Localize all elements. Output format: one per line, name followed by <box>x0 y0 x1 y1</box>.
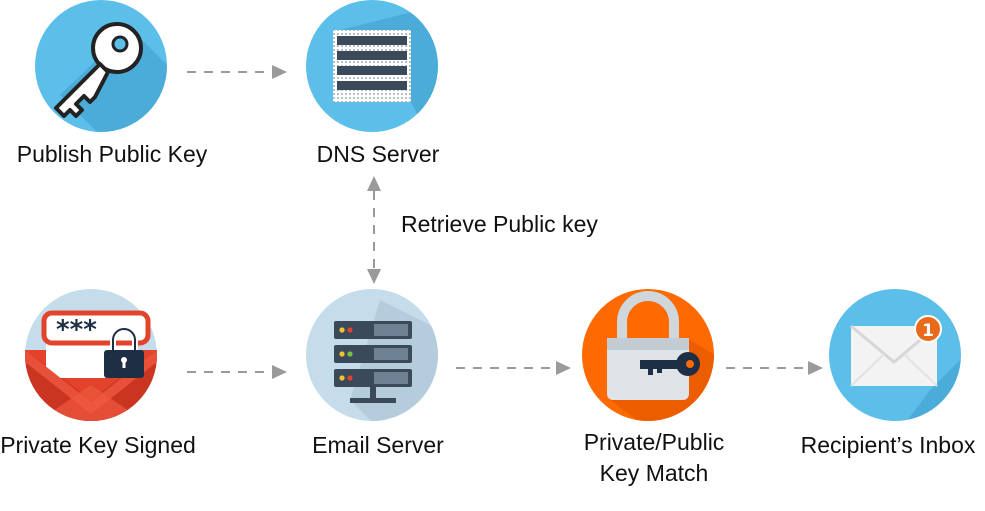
retrieve-public-key-label: Retrieve Public key <box>401 211 598 237</box>
edge-match-to-inbox <box>726 361 823 375</box>
node-key-match: Private/Public Key Match <box>582 289 725 486</box>
inbox-label: Recipient’s Inbox <box>801 432 976 458</box>
node-dns-server: DNS Server <box>306 0 440 167</box>
edge-signed-to-email <box>187 365 287 379</box>
match-label-line2: Key Match <box>600 460 709 486</box>
node-private-key-signed: *** Private Key Signed <box>0 289 196 458</box>
edge-publish-to-dns <box>187 65 287 79</box>
server-rack-icon <box>334 321 412 403</box>
notification-count: 1 <box>922 321 934 341</box>
password-mask: *** <box>56 315 97 345</box>
signed-label: Private Key Signed <box>0 432 196 458</box>
node-recipient-inbox: 1 Recipient’s Inbox <box>801 289 976 458</box>
node-publish-public-key: Publish Public Key <box>17 0 208 167</box>
email-label: Email Server <box>312 432 444 458</box>
match-label-line1: Private/Public <box>584 429 725 455</box>
dns-server-icon <box>333 30 411 102</box>
publish-label: Publish Public Key <box>17 141 208 167</box>
dns-label: DNS Server <box>317 141 440 167</box>
edge-dns-email-bidirectional <box>367 176 381 284</box>
padlock-key-icon <box>607 291 700 400</box>
password-field <box>41 310 151 346</box>
edge-email-to-match <box>456 361 571 375</box>
padlock-icon <box>104 326 144 378</box>
notification-badge: 1 <box>914 315 942 343</box>
node-email-server: Email Server <box>306 289 444 458</box>
key-icon <box>54 22 143 118</box>
